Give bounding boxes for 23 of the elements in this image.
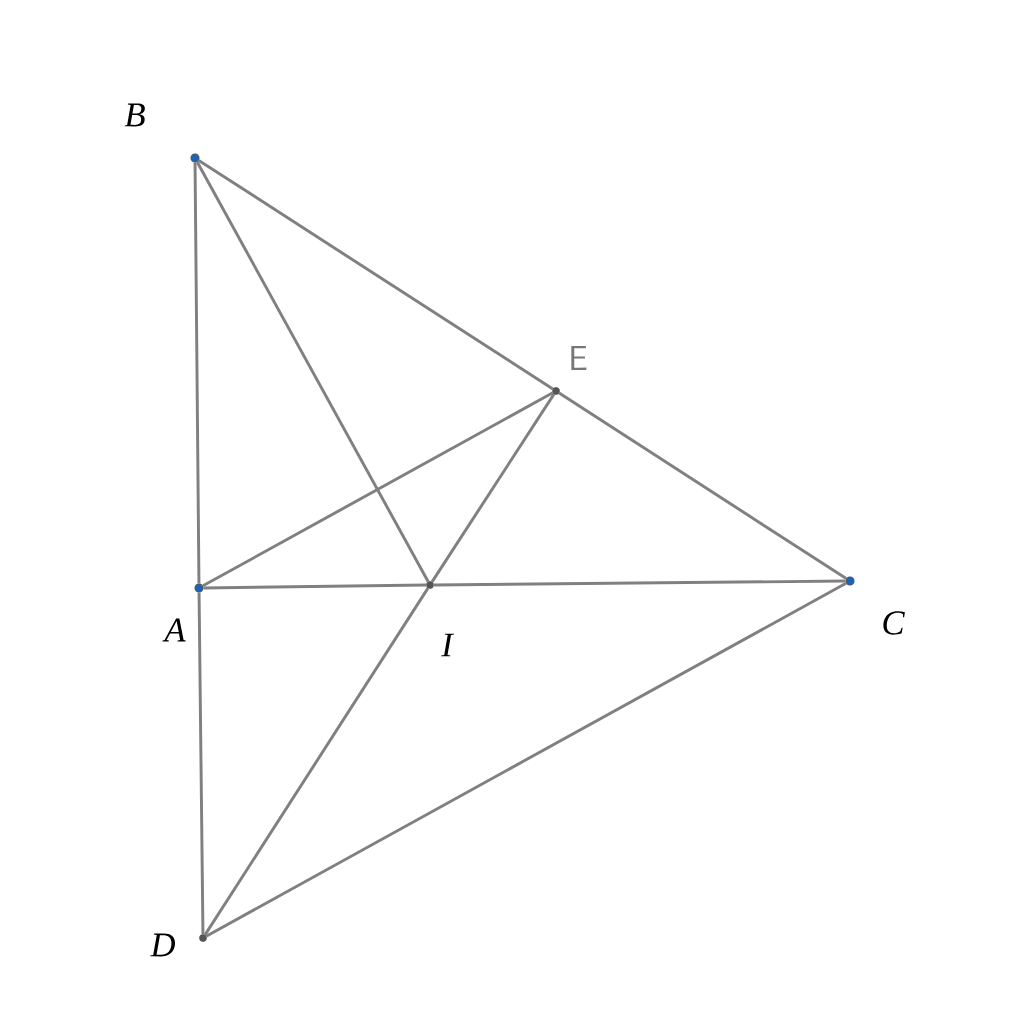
point-label: I [441, 633, 455, 657]
point-label: A [162, 618, 186, 642]
point-label: C [883, 611, 905, 635]
point [162, 583, 204, 642]
line-segment [203, 587, 430, 936]
line-segment [205, 581, 847, 938]
line-segment [198, 159, 554, 391]
point [845, 576, 905, 635]
line-segment [558, 391, 847, 580]
line-segment [433, 579, 846, 587]
line-segment [203, 583, 427, 590]
point [124, 103, 200, 163]
point-label: D [150, 933, 175, 957]
point [426, 581, 455, 657]
point-label: B [124, 103, 145, 127]
point [552, 346, 587, 395]
point-label: E [571, 346, 587, 370]
line-segment [197, 592, 205, 935]
line-segment [195, 161, 430, 583]
line-segment [430, 393, 556, 583]
point [150, 933, 207, 957]
line-segment [202, 391, 554, 588]
line-segment [193, 162, 201, 584]
